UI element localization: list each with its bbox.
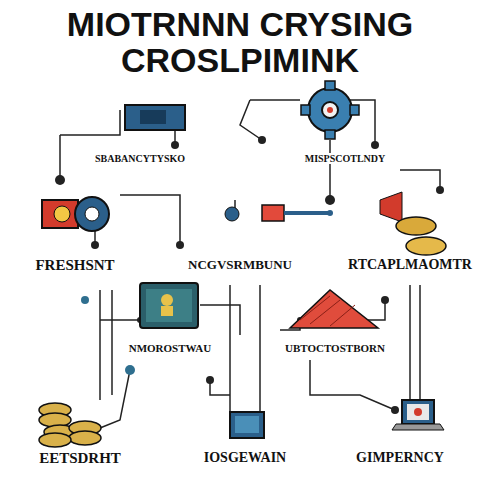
label: IOSGEWAIN: [202, 450, 288, 466]
label: MISPSCOTLNDY: [303, 153, 388, 164]
label: UBTOCTOSTBORN: [283, 342, 387, 354]
label: NCGVSRMBUNU: [186, 257, 294, 273]
label: SBABANCYTYSKO: [93, 153, 187, 164]
label: FRESHSNT: [33, 257, 116, 274]
label: GIMPERNCY: [354, 450, 446, 466]
title: MIOTRNNN CRYSING CROSLPIMINK: [40, 6, 440, 78]
label: NMOROSTWAU: [127, 342, 214, 354]
label: EETSDRHT: [37, 450, 123, 467]
label: RTCAPLMAOMTR: [346, 257, 474, 273]
